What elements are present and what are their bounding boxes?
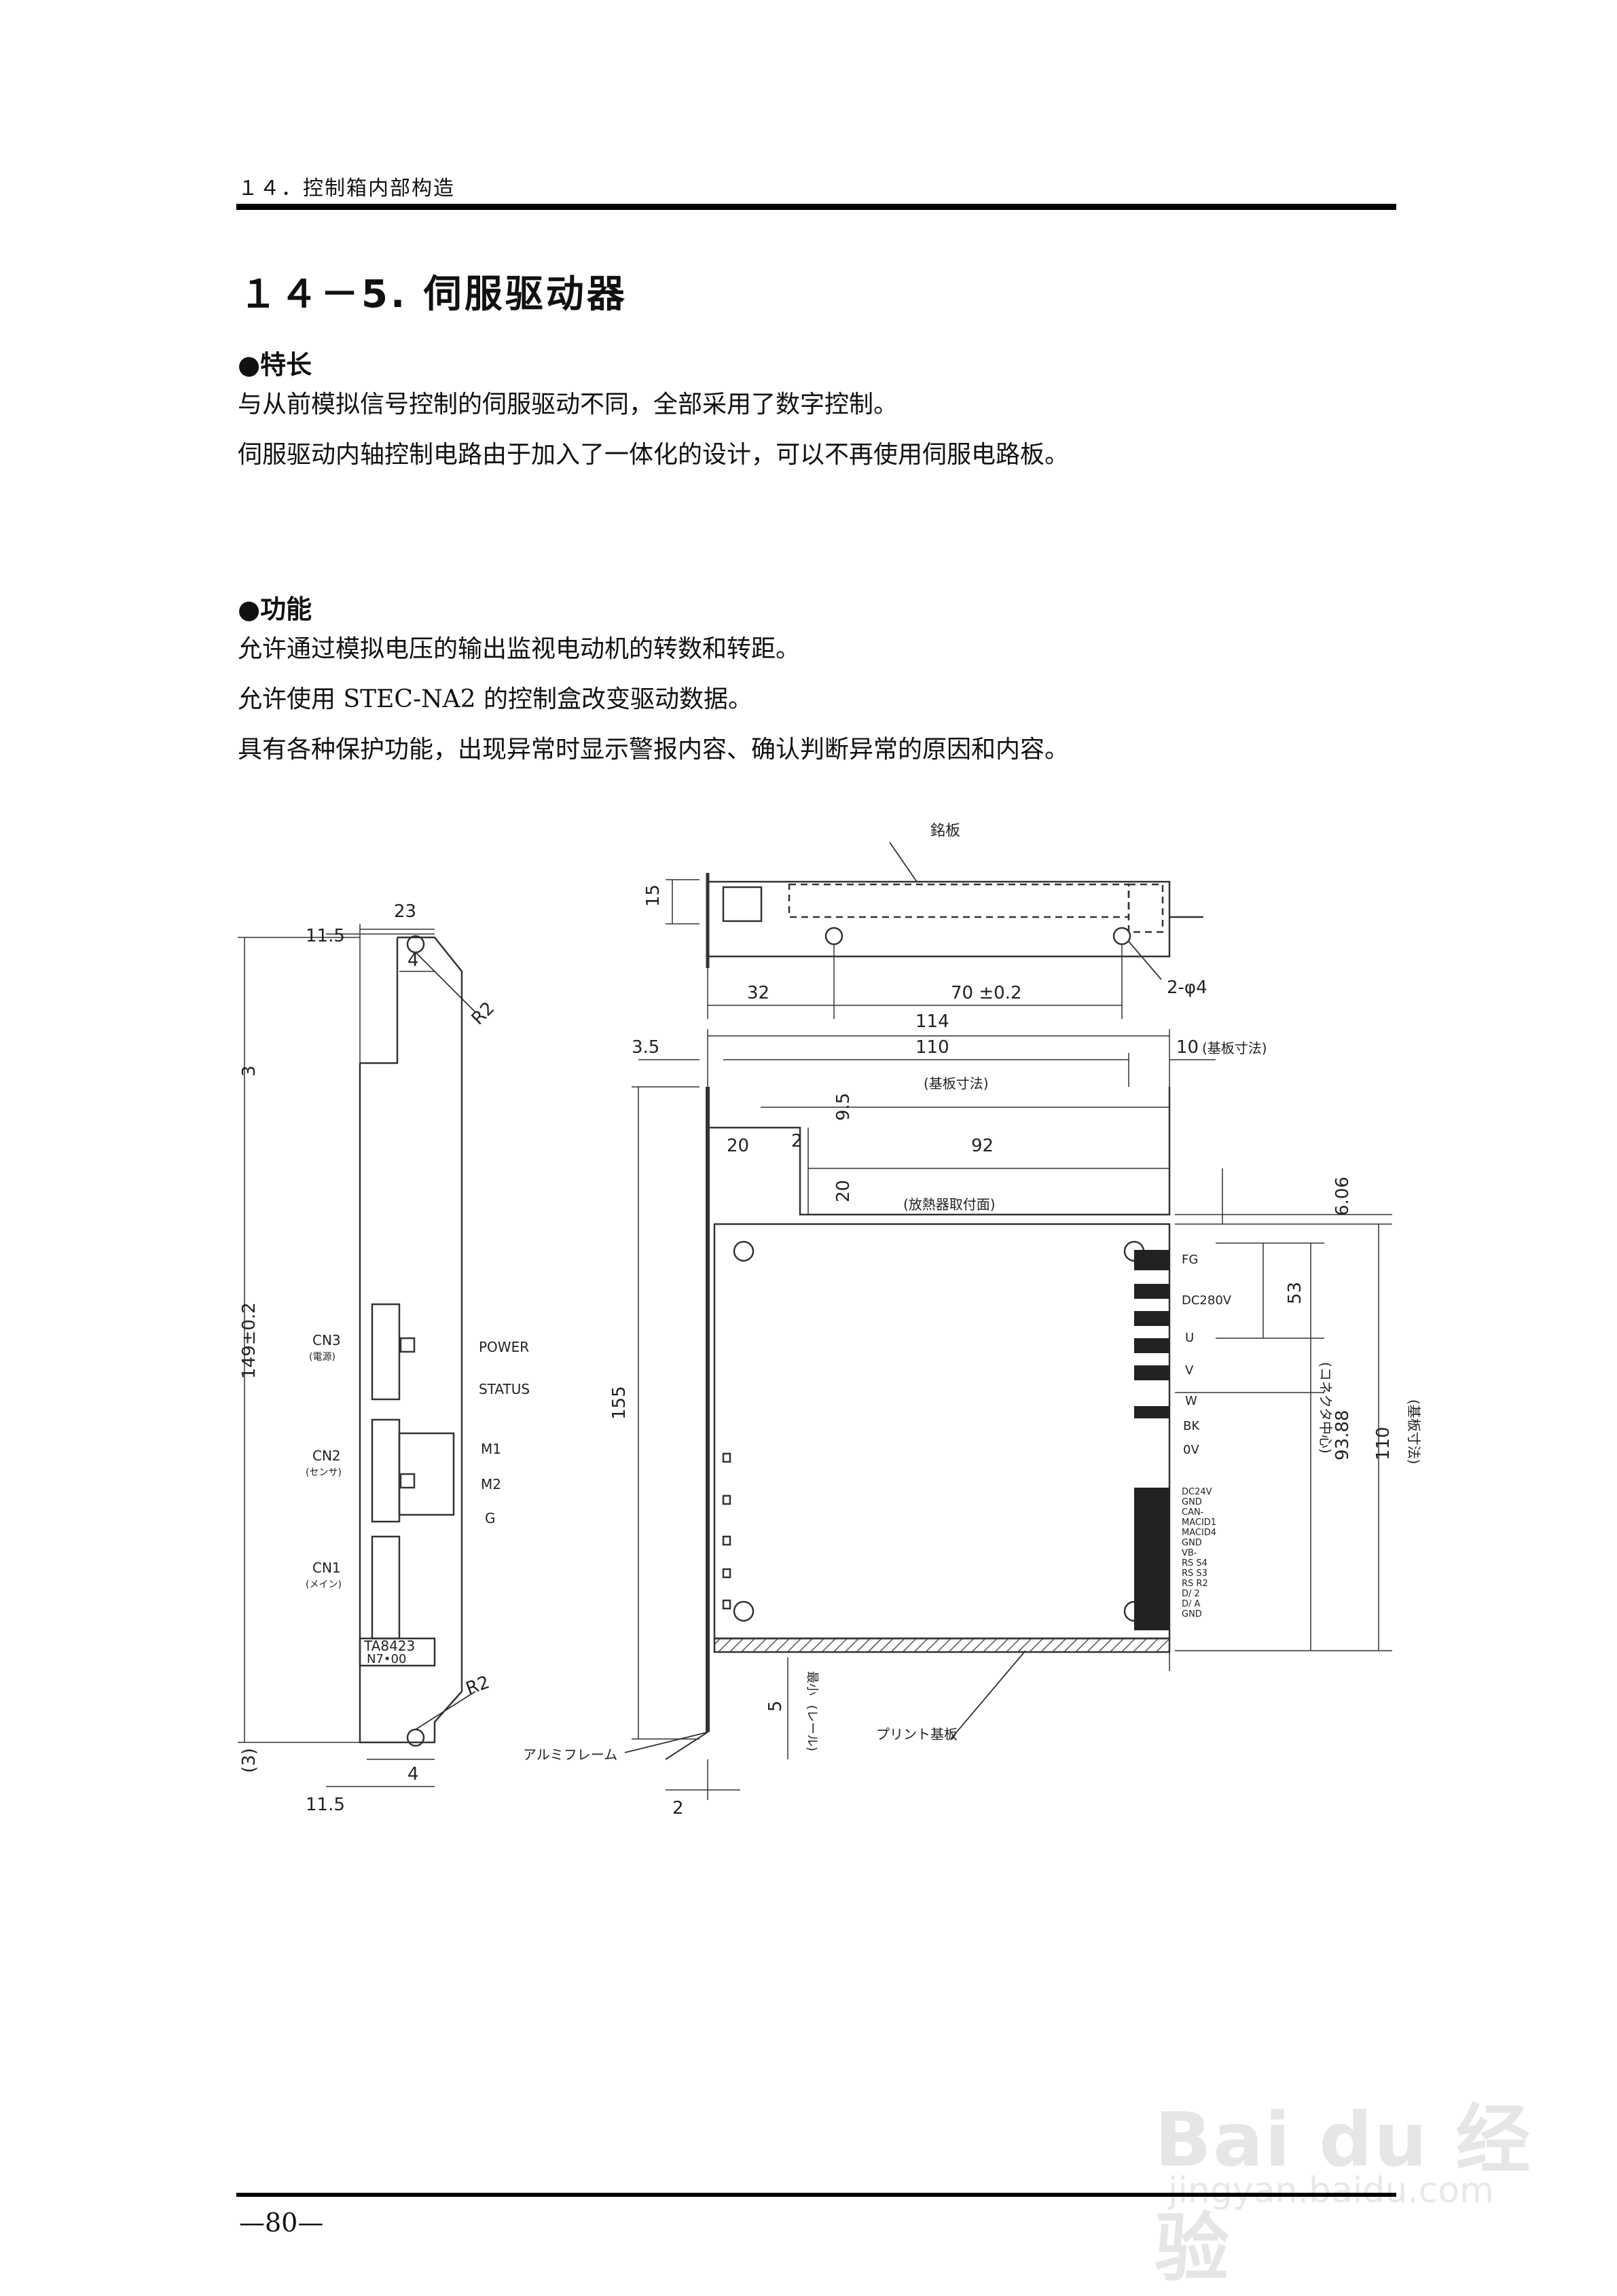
dimension-drawing-svg: 銘板 15 32 70 ±0.2 2-φ4 114 3.5 110 10 (基板… (238, 823, 1422, 1818)
terminal-signal-6: GND (1182, 1538, 1202, 1548)
terminal-dc280v: DC280V (1182, 1293, 1232, 1308)
functions-line-3: 具有各种保护功能，出现异常时显示警报内容、确认判断异常的原因和内容。 (238, 736, 1070, 764)
heatsink-label: (放熱器取付面) (903, 1196, 996, 1213)
front-view (624, 1029, 1392, 1800)
terminal-signal-2: GND (1182, 1497, 1202, 1507)
dim-side-11-5-bottom: 11.5 (306, 1795, 345, 1815)
dim-front-110: 110 (915, 1037, 949, 1058)
r2-bottom-label: R2 (463, 1672, 492, 1700)
dim-front-20b: 20 (833, 1180, 854, 1202)
dim-side-11-5-top: 11.5 (306, 926, 345, 946)
dim-front-93-88: 93.88 (1332, 1410, 1353, 1460)
board-dim-label: (基板寸法) (1202, 1040, 1267, 1056)
functions-line-1: 允许通过模拟电压的输出监视电动机的转数和转距。 (238, 635, 801, 663)
front-view-board (713, 1223, 1171, 1640)
terminal-signal-1: DC24V (1182, 1487, 1212, 1497)
dim-front-6-06: 6.06 (1332, 1177, 1353, 1216)
top-view-body (706, 880, 1171, 958)
dim-front-53: 53 (1285, 1282, 1305, 1304)
page-number: —80— (239, 2208, 324, 2238)
dim-side-149: 149±0.2 (239, 1302, 259, 1379)
dim-front-9-5: 9.5 (833, 1093, 854, 1121)
r2-top-label: R2 (468, 998, 499, 1029)
cn1-sub: (メイン) (306, 1579, 342, 1590)
rail-label: (レール) (805, 1705, 819, 1751)
terminal-signal-4: MACID1 (1182, 1518, 1216, 1528)
dim-front-155: 155 (609, 1386, 630, 1420)
functions-line-2: 允许使用 STEC-NA2 的控制盒改变驱动数据。 (238, 685, 752, 713)
pcb-label: プリント基板 (876, 1726, 958, 1742)
led-power: POWER (479, 1339, 529, 1355)
features-heading: ●特长 (238, 350, 312, 380)
model-label: TA8423 (363, 1638, 415, 1654)
dim-front-20a: 20 (727, 1136, 749, 1156)
features-line-1: 与从前模拟信号控制的伺服驱动不同，全部采用了数字控制。 (238, 391, 898, 418)
cn1-label: CN1 (312, 1560, 341, 1576)
dim-top-70: 70 ±0.2 (951, 983, 1021, 1003)
header-rule (236, 204, 1396, 210)
terminal-0v: 0V (1183, 1443, 1199, 1457)
section-title: １４－5. 伺服驱动器 (239, 272, 628, 317)
terminal-signal-10: RS R2 (1182, 1579, 1208, 1589)
terminal-signal-12: D/ A (1182, 1599, 1201, 1609)
dim-front-10: 10 (1176, 1037, 1199, 1058)
cn2-label: CN2 (312, 1448, 341, 1464)
terminal-bk: BK (1183, 1419, 1200, 1433)
running-header: １４．控制箱内部构造 (238, 177, 455, 200)
terminal-signal-11: D/ 2 (1182, 1589, 1200, 1599)
dim-side-23: 23 (394, 901, 416, 922)
terminal-v: V (1185, 1363, 1194, 1378)
dim-side-3-bottom: (3) (239, 1748, 259, 1773)
terminal-fg: FG (1182, 1253, 1198, 1267)
connector-center-label: (コネクタ中心) (1318, 1362, 1334, 1454)
terminal-signal-3: CAN- (1182, 1507, 1204, 1518)
dim-top-holes: 2-φ4 (1167, 977, 1207, 998)
watermark-url: jingyan.baidu.com (1168, 2170, 1494, 2211)
functions-heading: ●功能 (238, 594, 312, 624)
terminal-signal-13: GND (1182, 1609, 1202, 1619)
rail-min-label: 最小 (805, 1671, 819, 1696)
board-dim-note: (基板寸法) (924, 1075, 989, 1092)
led-m1: M1 (481, 1441, 501, 1457)
dim-front-2: 2 (791, 1131, 803, 1151)
dim-front-110-v: 110 (1373, 1427, 1394, 1460)
dim-side-4-bottom: 4 (407, 1764, 419, 1784)
led-status: STATUS (479, 1381, 530, 1397)
top-view (666, 842, 1203, 1019)
watermark-brand: Bai du 经验 (1155, 2096, 1532, 2292)
dim-top-32: 32 (747, 983, 769, 1003)
cn3-label: CN3 (312, 1332, 341, 1348)
dim-front-3-5: 3.5 (632, 1037, 659, 1058)
servo-driver-drawing: 銘板 15 32 70 ±0.2 2-φ4 114 3.5 110 10 (基板… (224, 808, 1447, 1841)
terminal-w: W (1185, 1394, 1197, 1408)
terminal-signal-5: MACID4 (1182, 1528, 1216, 1538)
aluminium-frame-label: アルミフレーム (523, 1746, 617, 1763)
footer-rule (236, 2193, 1396, 2197)
dim-front-2-bottom: 2 (672, 1798, 684, 1818)
terminal-u: U (1185, 1331, 1194, 1345)
dim-side-3: 3 (239, 1065, 259, 1077)
side-view (238, 924, 476, 1787)
led-m2: M2 (481, 1476, 501, 1492)
dim-side-4-top: 4 (407, 950, 419, 971)
terminal-signal-8: RS S4 (1182, 1558, 1207, 1568)
baidu-watermark: Bai du 经验 jingyan.baidu.com (1155, 2051, 1535, 2292)
board-dim-v-label: (基板寸法) (1406, 1399, 1422, 1465)
terminal-signal-9: RS S3 (1182, 1568, 1207, 1579)
terminal-signal-7: VB- (1182, 1548, 1197, 1558)
dim-top-height: 15 (643, 884, 664, 907)
cn2-sub: (センサ) (306, 1467, 342, 1478)
cn3-sub: (電源) (309, 1352, 335, 1363)
led-g: G (485, 1510, 496, 1526)
features-line-2: 伺服驱动内轴控制电路由于加入了一体化的设计，可以不再使用伺服电路板。 (238, 441, 1070, 469)
terminal-blocks (1134, 1250, 1169, 1630)
dim-front-92: 92 (971, 1136, 994, 1156)
dim-front-114: 114 (915, 1011, 949, 1032)
dim-front-5: 5 (765, 1700, 786, 1712)
nameplate-label: 銘板 (930, 823, 960, 840)
model-sub: N7•00 (367, 1652, 406, 1666)
